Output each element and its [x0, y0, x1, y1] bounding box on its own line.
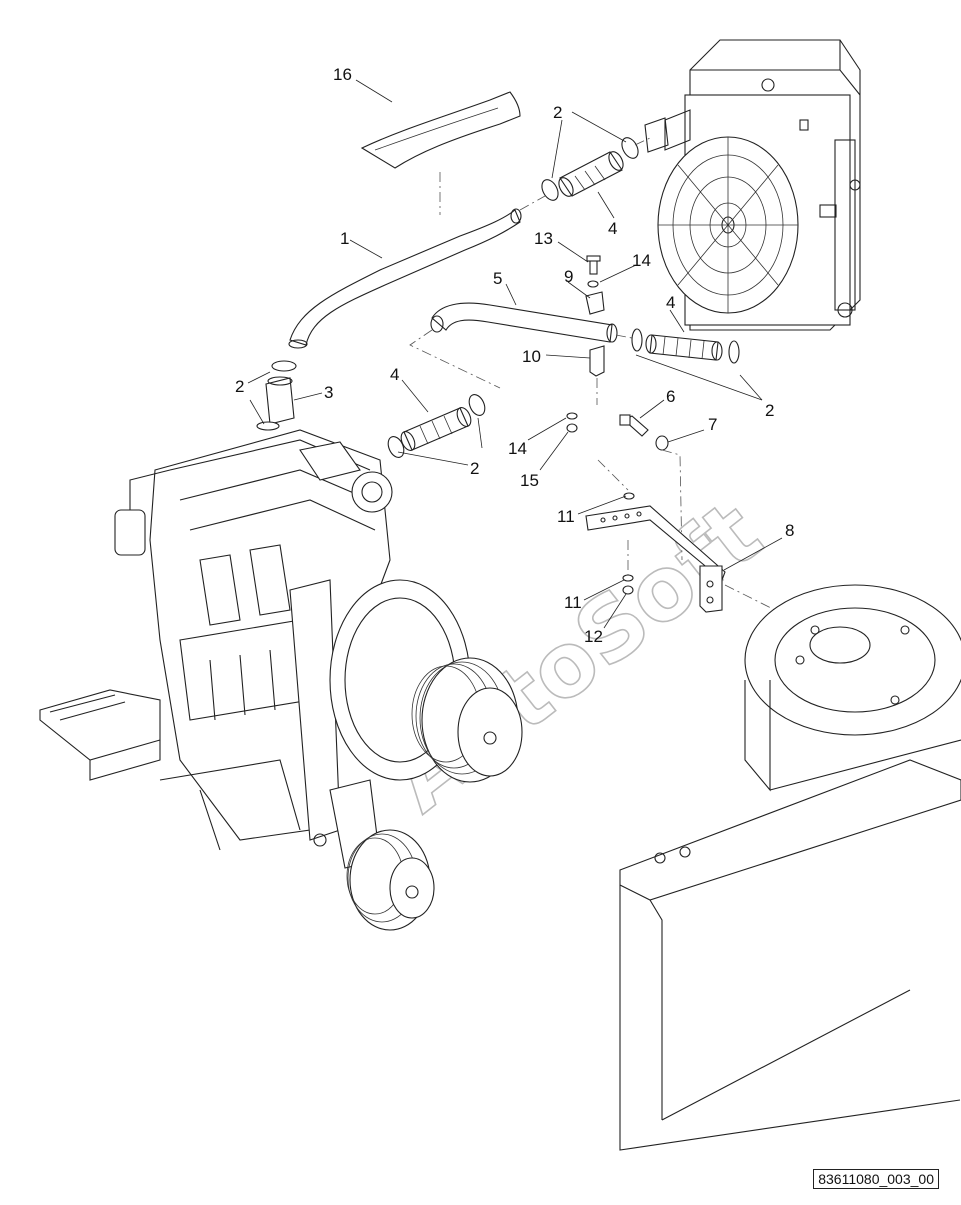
- part-5-elbow-pipe: [409, 302, 618, 389]
- part-4-upper-hose: [519, 137, 651, 211]
- part-6-7-bolt-washer: [619, 414, 683, 561]
- part-label-2: 2: [553, 103, 562, 122]
- part-label-7: 7: [708, 415, 717, 434]
- part-label-11: 11: [557, 507, 575, 526]
- pulley-assembly: [329, 579, 523, 931]
- part-label-10: 10: [522, 347, 541, 366]
- drawing-id-label: 83611080_003_00: [813, 1169, 939, 1189]
- part-label-6: 6: [666, 387, 675, 406]
- part-label-4: 4: [390, 365, 399, 384]
- part-label-4: 4: [608, 219, 617, 238]
- part-label-1: 1: [340, 229, 349, 248]
- part-16-heat-shield: [360, 91, 521, 215]
- part-label-8: 8: [785, 521, 794, 540]
- engine-assembly: [39, 429, 393, 851]
- part-4-middle-hose: [387, 394, 486, 458]
- part-3-coupler: [256, 360, 297, 431]
- part-label-13: 13: [534, 229, 553, 248]
- part-label-9: 9: [564, 267, 573, 286]
- part-4-right-hose: [615, 328, 740, 364]
- part-14-15-nuts: [566, 412, 578, 433]
- part-label-5: 5: [493, 269, 502, 288]
- part-label-14: 14: [632, 251, 651, 270]
- part-label-14: 14: [508, 439, 527, 458]
- part-8-support-bracket: [585, 459, 776, 613]
- part-13-14-9-fasteners: [585, 255, 605, 315]
- part-label-3: 3: [324, 383, 333, 402]
- part-label-11: 11: [564, 593, 582, 612]
- leader-lines: [247, 79, 783, 629]
- part-label-16: 16: [333, 65, 352, 84]
- part-label-2: 2: [470, 459, 479, 478]
- part-label-12: 12: [584, 627, 603, 646]
- part-number-labels: 16 2 1 4 13 14 9 5 4 10 2 3 4 2 14 15 6 …: [235, 65, 794, 646]
- part-10-bracket: [589, 345, 605, 405]
- part-label-2: 2: [235, 377, 244, 396]
- part-label-15: 15: [520, 471, 539, 490]
- part-1-pipe: [288, 208, 522, 349]
- radiator-assembly: [644, 39, 861, 331]
- part-label-2: 2: [765, 401, 774, 420]
- machine-frame: [619, 584, 961, 1151]
- part-label-4: 4: [666, 293, 675, 312]
